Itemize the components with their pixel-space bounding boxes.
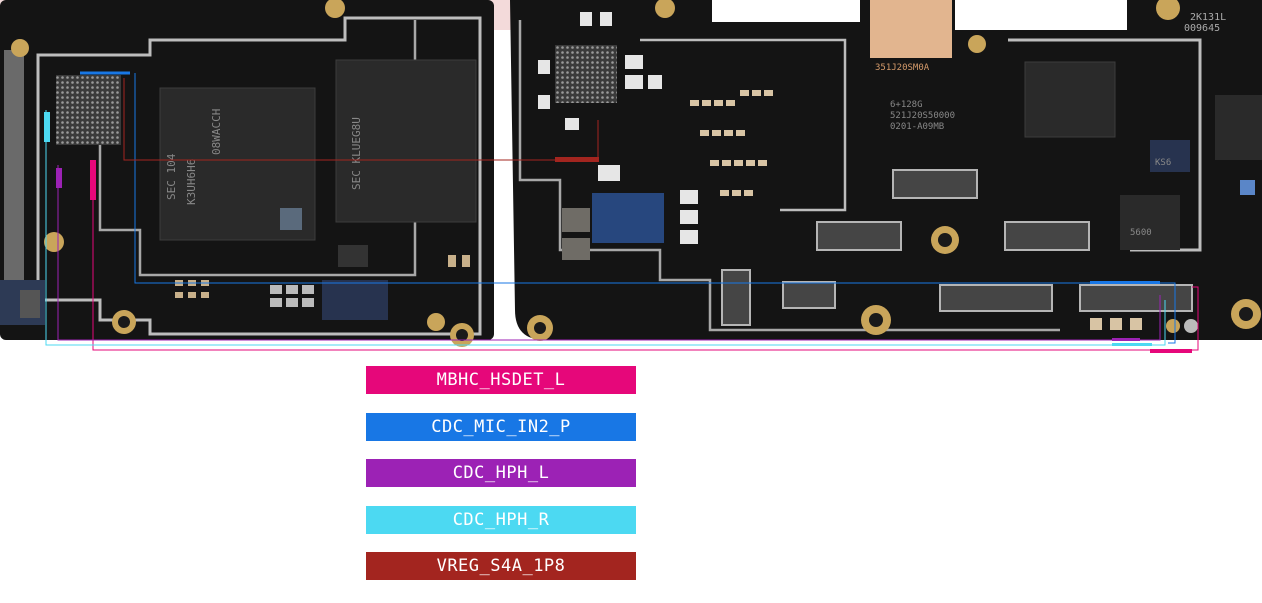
chip-marking-2: K3UH6H6: [185, 159, 198, 205]
pad-mbhc-left: [90, 160, 96, 200]
pad-mbhc: [1150, 349, 1192, 353]
signal-legend: MBHC_HSDET_L CDC_MIC_IN2_P CDC_HPH_L CDC…: [366, 366, 636, 599]
pad-vreg: [555, 157, 599, 162]
legend-cdc-mic-in2-p: CDC_MIC_IN2_P: [366, 412, 636, 441]
chip-marking-4: SEC KLUEG8U: [350, 117, 363, 190]
label-top-right-2: 009645: [1184, 23, 1220, 34]
trace-cdc-hph-r: [45, 110, 1166, 346]
pad-hph-r: [1112, 343, 1152, 346]
signal-traces: [44, 71, 1199, 353]
trace-mbhc-hsdet-l: [92, 160, 1199, 351]
trace-cdc-mic-in2-p: [134, 73, 1176, 344]
chip-marking-1: SEC 104: [165, 153, 178, 200]
chip-marking-3: 08WACCH: [210, 109, 223, 155]
right-board: 2K131L 009645 351J20SM0A 6+128G 521J20S5…: [510, 0, 1262, 341]
pad-hph-l: [1112, 338, 1140, 341]
pcb-board-image: SEC 104 K3UH6H6 08WACCH SEC KLUEG8U: [0, 0, 1262, 353]
label-top-right-1: 2K131L: [1190, 12, 1226, 23]
legend-vreg-s4a-1p8: VREG_S4A_1P8: [366, 552, 636, 580]
label-mid-3: 521J20S50000: [890, 111, 955, 121]
trace-vreg-s4a-1p8: [123, 78, 599, 161]
label-mid-2: 6+128G: [890, 100, 923, 110]
legend-cdc-hph-r: CDC_HPH_R: [366, 505, 636, 534]
label-mid-4: 0201-A09MB: [890, 122, 944, 132]
left-board: SEC 104 K3UH6H6 08WACCH SEC KLUEG8U: [0, 0, 494, 347]
label-right-chip: KS6: [1155, 158, 1171, 168]
label-mid-1: 351J20SM0A: [875, 63, 930, 73]
pad-hphr-left: [44, 112, 50, 142]
pad-hphl-left: [56, 168, 62, 188]
label-right-chip-2: 5600: [1130, 228, 1152, 238]
trace-cdc-hph-l: [57, 165, 1161, 341]
legend-cdc-hph-l: CDC_HPH_L: [366, 459, 636, 487]
pad-mic: [1090, 281, 1160, 284]
legend-mbhc-hsdet-l: MBHC_HSDET_L: [366, 366, 636, 394]
